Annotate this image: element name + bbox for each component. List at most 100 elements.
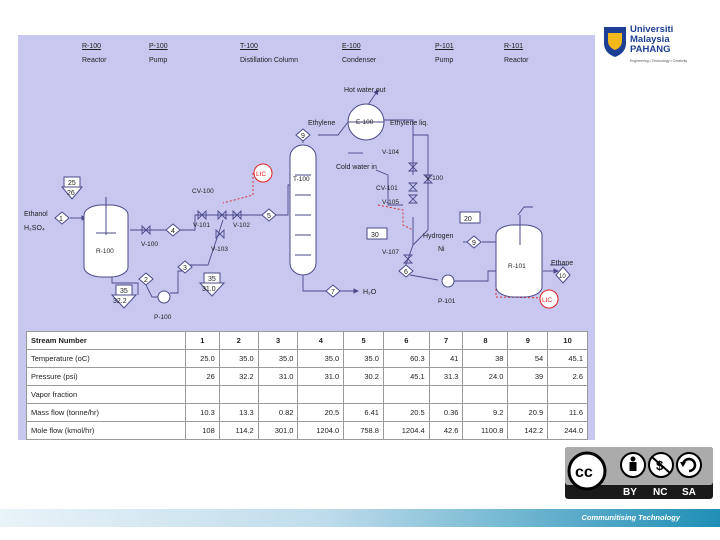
valve-v100-icon xyxy=(141,224,151,236)
table-cell: 244.0 xyxy=(547,421,588,440)
flag-s3-temp: 35 xyxy=(203,272,221,284)
cc-license-badge: cc $ BY NC SA xyxy=(565,447,713,499)
table-header-cell: 7 xyxy=(428,331,464,350)
svg-text:3: 3 xyxy=(183,265,187,272)
instrument-bubbles: LIC LIC xyxy=(253,163,559,309)
svg-text:9: 9 xyxy=(301,133,305,140)
logo-tagline: Engineering • Technology • Creativity xyxy=(630,59,688,63)
pipe-3-to-cv100 xyxy=(183,219,224,266)
valve-label-v103: V-103 xyxy=(211,246,228,253)
table-header-cell: 1 xyxy=(185,331,220,350)
table-cell: 31.0 xyxy=(257,367,299,386)
table-header-cell: 8 xyxy=(462,331,509,350)
valve-label-v100b: V-100 xyxy=(426,175,443,182)
logo-line-3: PAHANG xyxy=(630,44,671,55)
table-cell: 2.6 xyxy=(547,367,588,386)
stream-marker-6: 6 xyxy=(398,264,414,278)
flag-s3-pres: 31.0 xyxy=(198,282,226,297)
valve-cv101-icon xyxy=(407,182,419,192)
table-cell: 108 xyxy=(185,421,220,440)
svg-text:7: 7 xyxy=(331,289,335,296)
logo-wordmark: Universiti Malaysia PAHANG xyxy=(630,25,673,55)
table-row: Vapor fraction xyxy=(26,385,588,404)
valve-label-v102: V-102 xyxy=(233,222,250,229)
label-cold-water-in: Cold water in xyxy=(336,164,377,171)
valve-v104-icon xyxy=(407,162,419,172)
pipe-hot-water xyxy=(367,89,379,106)
table-cell: 54 xyxy=(507,349,549,368)
svg-text:35: 35 xyxy=(120,288,128,295)
valve-labels: V-100 V-101 V-102 CV-100 V-103 V-104 CV-… xyxy=(141,149,443,256)
label-h2o: H₂O xyxy=(363,289,377,296)
stream-marker-10: 10 xyxy=(555,266,571,284)
label-ethanol: Ethanol xyxy=(24,211,48,218)
table-header-cell: 5 xyxy=(343,331,384,350)
table-row-label: Mole flow (kmol/hr) xyxy=(26,421,186,440)
table-cell: 10.3 xyxy=(185,403,220,422)
cc-license-graphic: cc $ BY NC SA xyxy=(565,447,713,498)
table-cell xyxy=(218,385,259,404)
svg-text:30: 30 xyxy=(371,232,379,239)
table-row: Temperature (oC) 25.0 35.0 35.0 35.0 35.… xyxy=(26,349,588,368)
label-hot-water-out: Hot water out xyxy=(344,87,386,94)
pump-p100: P-100 xyxy=(154,290,172,321)
table-header-cell: 2 xyxy=(218,331,259,350)
flag-feed-pres: 26 xyxy=(60,186,84,200)
logo-line-2: Malaysia xyxy=(630,34,670,45)
table-cell: 45.1 xyxy=(382,367,430,386)
table-cell: 6.41 xyxy=(343,403,384,422)
table-header-stream-number: Stream Number xyxy=(26,331,186,350)
equipment-tag: E-100 xyxy=(342,43,361,50)
table-row: Pressure (psi) 26 32.2 31.0 31.0 30.2 45… xyxy=(26,367,588,386)
table-row-label: Mass flow (tonne/hr) xyxy=(26,403,186,422)
shield-icon xyxy=(604,27,626,57)
table-cell: 25.0 xyxy=(185,349,220,368)
pipe-e100-to-v104 xyxy=(384,119,414,175)
svg-text:25: 25 xyxy=(68,180,76,187)
svg-text:4: 4 xyxy=(171,228,175,235)
equipment-name: Reactor xyxy=(504,57,529,64)
equipment-tag-r100: R-100 xyxy=(96,248,114,255)
table-header-cell: 9 xyxy=(507,331,549,350)
cc-sa-label: SA xyxy=(682,487,696,498)
valve-label-v107: V-107 xyxy=(382,249,399,256)
stream-marker-4: 4 xyxy=(165,223,181,237)
equipment-tag-e100: E-100 xyxy=(356,119,374,126)
table-header-cell: 10 xyxy=(547,331,588,350)
table-cell: 0.36 xyxy=(428,403,464,422)
table-cell xyxy=(507,385,549,404)
condition-flags: 25 26 35 32.2 35 31.0 20 30 xyxy=(60,176,481,309)
valve-v107-icon xyxy=(402,254,414,264)
table-cell: 20.5 xyxy=(297,403,345,422)
table-cell: 31.0 xyxy=(297,367,345,386)
table-cell: 31.3 xyxy=(428,367,464,386)
table-cell xyxy=(547,385,588,404)
label-ethylene-vap: Ethylene xyxy=(308,120,335,127)
flag-feed-temp: 25 xyxy=(63,176,81,188)
equipment-tag: R-101 xyxy=(504,43,524,50)
valve-label-v101: V-101 xyxy=(193,222,210,229)
table-row-label: Temperature (oC) xyxy=(26,349,186,368)
svg-text:2: 2 xyxy=(144,277,148,284)
distillation-column-t100: T-100 xyxy=(289,144,317,276)
svg-text:31.0: 31.0 xyxy=(202,286,216,293)
equipment-tag-t100: T-100 xyxy=(293,176,310,183)
stream-labels: Ethanol H₂SO₄ Ethylene Ethylene liq. Hot… xyxy=(24,87,573,296)
valve-label-v105: V-105 xyxy=(382,199,399,206)
pipe-p101-to-r101 xyxy=(454,270,496,282)
valve-label-cv101: CV-101 xyxy=(376,185,398,192)
svg-text:10: 10 xyxy=(559,274,566,280)
label-ethane: Ethane xyxy=(551,260,573,267)
pump-p101: P-101 xyxy=(438,274,456,305)
pipe-r101-top xyxy=(517,206,533,216)
svg-text:LIC: LIC xyxy=(542,297,552,304)
table-header-row: Stream Number 1 2 3 4 5 6 7 8 9 10 xyxy=(26,331,588,350)
pipe-p100-to-3 xyxy=(170,270,183,294)
label-hydrogen: Hydrogen xyxy=(423,233,453,240)
table-cell: 45.1 xyxy=(547,349,588,368)
table-cell: 142.2 xyxy=(507,421,549,440)
table-header-cell: 4 xyxy=(297,331,345,350)
